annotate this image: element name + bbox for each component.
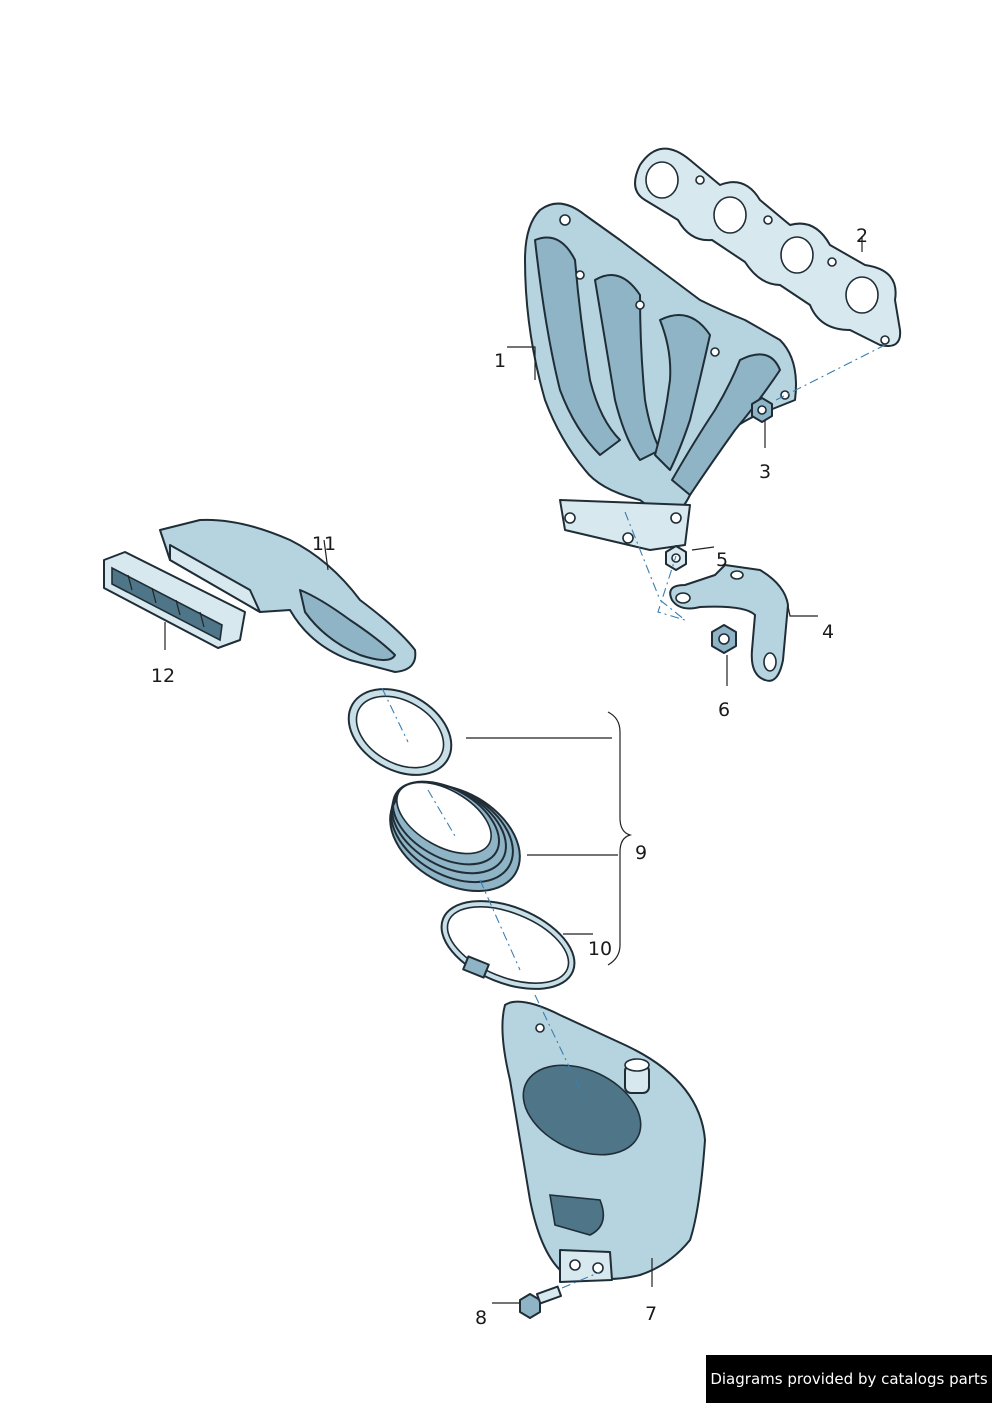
part-8-bolt xyxy=(519,1285,563,1319)
callout-7: 7 xyxy=(645,1303,657,1325)
attribution-text: Diagrams provided by catalogs parts xyxy=(710,1370,988,1388)
callout-5: 5 xyxy=(716,549,728,571)
part-7-lower-heat-shield xyxy=(501,1000,706,1283)
leader-lines xyxy=(164,236,863,1304)
callout-1: 1 xyxy=(494,350,506,372)
part-10-clamp xyxy=(440,900,576,990)
part-12-heat-shield-strip xyxy=(103,551,246,649)
callout-8: 8 xyxy=(475,1307,487,1329)
part-1-exhaust-manifold xyxy=(524,202,797,551)
part-3-nut xyxy=(751,397,773,423)
callout-10: 10 xyxy=(588,938,612,960)
attribution-banner: Diagrams provided by catalogs parts xyxy=(706,1355,992,1403)
part-2-gasket xyxy=(634,147,902,347)
callout-9: 9 xyxy=(635,842,647,864)
part-11-heat-shield-duct xyxy=(159,518,417,673)
callout-11: 11 xyxy=(312,533,336,555)
part-6-nut xyxy=(711,624,737,654)
assembly-axes xyxy=(381,344,886,1289)
callout-labels: 1 2 3 4 5 6 7 8 9 10 11 12 xyxy=(151,225,868,1329)
callout-4: 4 xyxy=(822,621,834,643)
callout-12: 12 xyxy=(151,665,175,687)
callout-6: 6 xyxy=(718,699,730,721)
part-4-bracket xyxy=(669,564,789,682)
part-9-flexible-pipe-assembly xyxy=(347,688,521,893)
callout-3: 3 xyxy=(759,461,771,483)
callout-2: 2 xyxy=(856,225,868,247)
part-5-nut xyxy=(665,545,687,571)
